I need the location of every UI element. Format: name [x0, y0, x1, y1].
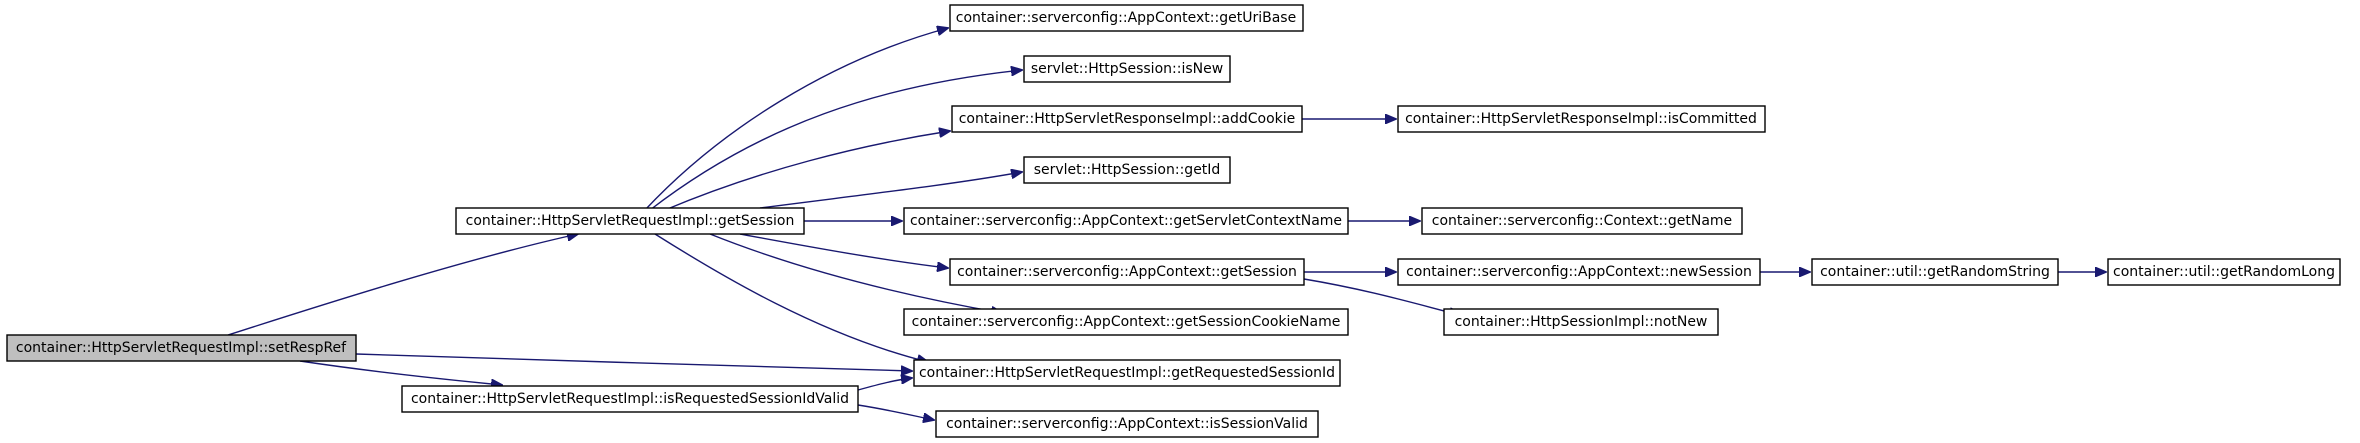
node-getSession-box — [455, 207, 805, 235]
node-isCommitted[interactable]: container::HttpServletResponseImpl::isCo… — [1397, 105, 1766, 133]
node-getName[interactable]: container::serverconfig::Context::getNam… — [1421, 207, 1743, 235]
node-isSessionValid[interactable]: container::serverconfig::AppContext::isS… — [935, 410, 1319, 438]
node-appGetSession-label: container::serverconfig::AppContext::get… — [957, 264, 1297, 280]
node-getRandomLong[interactable]: container::util::getRandomLong — [2107, 258, 2341, 286]
node-appGetSession[interactable]: container::serverconfig::AppContext::get… — [949, 258, 1305, 286]
node-notNew-label: container::HttpSessionImpl::notNew — [1455, 314, 1708, 330]
node-addCookie-label: container::HttpServletResponseImpl::addC… — [959, 111, 1296, 127]
node-getSessionCookieName[interactable]: container::serverconfig::AppContext::get… — [903, 308, 1349, 336]
node-getSession-label: container::HttpServletRequestImpl::getSe… — [466, 213, 795, 229]
node-isSessionValid-label: container::serverconfig::AppContext::isS… — [946, 416, 1308, 432]
node-isCommitted-label: container::HttpServletResponseImpl::isCo… — [1405, 111, 1757, 127]
node-isNew[interactable]: servlet::HttpSession::isNew — [1023, 55, 1231, 83]
edge-getSession-getSessionCookieName — [709, 233, 1002, 313]
node-isNew-label: servlet::HttpSession::isNew — [1031, 61, 1223, 77]
node-getSessionCookieName-box — [903, 308, 1349, 336]
edge-root-getSession — [227, 234, 578, 336]
node-getId-label: servlet::HttpSession::getId — [1034, 162, 1221, 178]
edges — [227, 28, 2106, 420]
edge-getSession-appGetSession — [739, 233, 948, 268]
edge-getSession-getUriBase — [644, 28, 948, 211]
node-getId[interactable]: servlet::HttpSession::getId — [1023, 156, 1231, 184]
node-getUriBase-label: container::serverconfig::AppContext::get… — [956, 10, 1296, 26]
node-getRandomString-label: container::util::getRandomString — [1820, 264, 2050, 280]
node-isRequestedSessionIdValid[interactable]: container::HttpServletRequestImpl::isReq… — [401, 385, 859, 413]
node-isRequestedSessionIdValid-label: container::HttpServletRequestImpl::isReq… — [411, 391, 849, 407]
node-isSessionValid-box — [935, 410, 1319, 438]
node-getName-label: container::serverconfig::Context::getNam… — [1432, 213, 1732, 229]
node-getUriBase-box — [949, 4, 1304, 32]
node-getId-box — [1023, 156, 1231, 184]
node-getServletContextName-label: container::serverconfig::AppContext::get… — [910, 213, 1342, 229]
node-getUriBase[interactable]: container::serverconfig::AppContext::get… — [949, 4, 1304, 32]
node-getServletContextName[interactable]: container::serverconfig::AppContext::get… — [903, 207, 1349, 235]
node-getRequestedSessionId-box — [913, 359, 1341, 387]
node-isNew-box — [1023, 55, 1231, 83]
edge-root-getRequestedSessionId — [355, 353, 912, 371]
node-newSession[interactable]: container::serverconfig::AppContext::new… — [1397, 258, 1761, 286]
edge-root-isRequestedSessionIdValid — [299, 360, 502, 385]
edge-getSession-isNew — [649, 70, 1022, 211]
node-root[interactable]: container::HttpServletRequestImpl::setRe… — [6, 334, 357, 362]
node-isRequestedSessionIdValid-box — [401, 385, 859, 413]
node-addCookie-box — [951, 105, 1303, 133]
node-addCookie[interactable]: container::HttpServletResponseImpl::addC… — [951, 105, 1303, 133]
nodes: container::HttpServletRequestImpl::setRe… — [6, 4, 2341, 438]
node-getName-box — [1421, 207, 1743, 235]
edge-isRequestedSessionIdValid-getRequestedSessionId — [857, 378, 912, 391]
node-getServletContextName-box — [903, 207, 1349, 235]
node-notNew[interactable]: container::HttpSessionImpl::notNew — [1443, 308, 1719, 336]
node-root-box — [6, 334, 357, 362]
node-isCommitted-box — [1397, 105, 1766, 133]
node-root-label: container::HttpServletRequestImpl::setRe… — [16, 340, 347, 356]
node-getRequestedSessionId[interactable]: container::HttpServletRequestImpl::getRe… — [913, 359, 1341, 387]
node-getRandomString[interactable]: container::util::getRandomString — [1811, 258, 2059, 286]
node-newSession-label: container::serverconfig::AppContext::new… — [1406, 264, 1752, 280]
node-notNew-box — [1443, 308, 1719, 336]
node-getRandomLong-label: container::util::getRandomLong — [2113, 264, 2335, 280]
edge-getSession-getRequestedSessionId — [654, 233, 928, 362]
edge-isRequestedSessionIdValid-isSessionValid — [857, 404, 934, 420]
edge-getSession-getId — [759, 172, 1022, 209]
node-appGetSession-box — [949, 258, 1305, 286]
node-getRequestedSessionId-label: container::HttpServletRequestImpl::getRe… — [919, 365, 1335, 381]
edge-getSession-addCookie — [664, 131, 950, 211]
node-getSessionCookieName-label: container::serverconfig::AppContext::get… — [912, 314, 1341, 330]
node-getSession[interactable]: container::HttpServletRequestImpl::getSe… — [455, 207, 805, 235]
node-newSession-box — [1397, 258, 1761, 286]
node-getRandomString-box — [1811, 258, 2059, 286]
node-getRandomLong-box — [2107, 258, 2341, 286]
